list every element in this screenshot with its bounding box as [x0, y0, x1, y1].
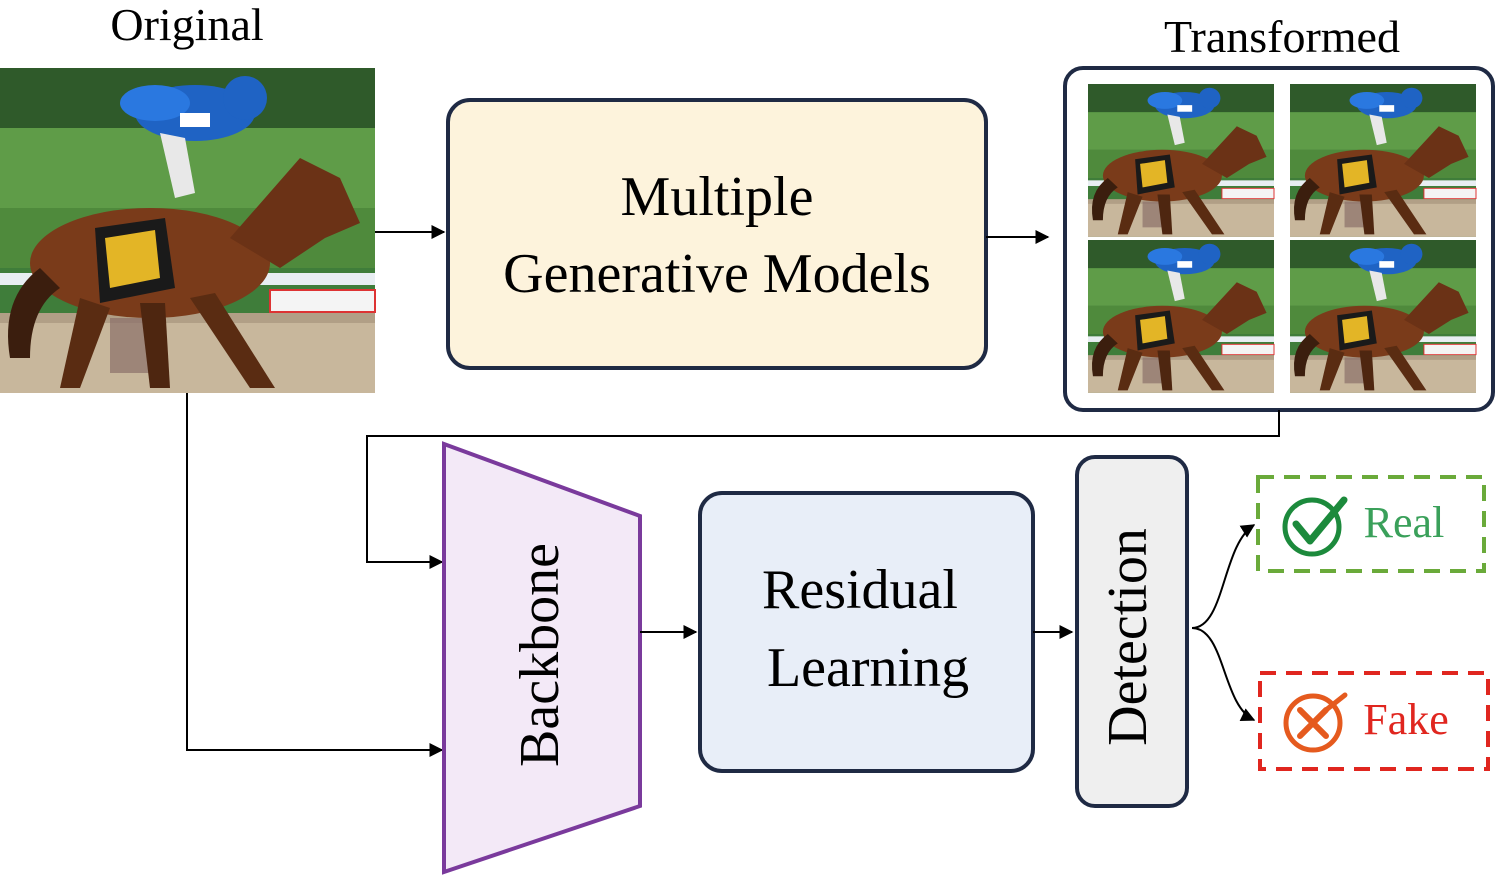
generator-label-line1: Multiple	[621, 166, 814, 228]
real-output-box	[1256, 475, 1486, 573]
x-circle-icon	[1283, 692, 1348, 753]
detection-label: Detection	[1097, 528, 1159, 746]
arrow-transformed-to-backbone	[366, 410, 1280, 569]
arrow-to-real	[1191, 524, 1256, 629]
residual-learning-box	[698, 491, 1035, 773]
generative-models-box	[446, 98, 988, 370]
residual-label-line1: Residual	[762, 559, 958, 621]
fake-label: Fake	[1363, 695, 1449, 744]
backbone-label: Backbone	[509, 543, 571, 767]
transformed-label: Transformed	[1164, 11, 1400, 62]
arrow-to-fake	[1191, 627, 1256, 721]
fake-output-box	[1258, 671, 1490, 771]
check-circle-icon	[1282, 496, 1348, 557]
real-label: Real	[1364, 498, 1445, 547]
generator-label-line2: Generative Models	[503, 243, 931, 305]
transformed-image-4	[1289, 239, 1477, 394]
original-label: Original	[110, 0, 263, 50]
residual-label-line2: Learning	[767, 637, 969, 699]
transformed-image-3	[1087, 239, 1275, 394]
transformed-image-2	[1289, 83, 1477, 238]
original-image	[0, 67, 376, 394]
detection-box	[1075, 455, 1189, 808]
arrow-original-to-backbone	[186, 393, 444, 757]
backbone-block	[442, 441, 642, 875]
transformed-image-1	[1087, 83, 1275, 238]
